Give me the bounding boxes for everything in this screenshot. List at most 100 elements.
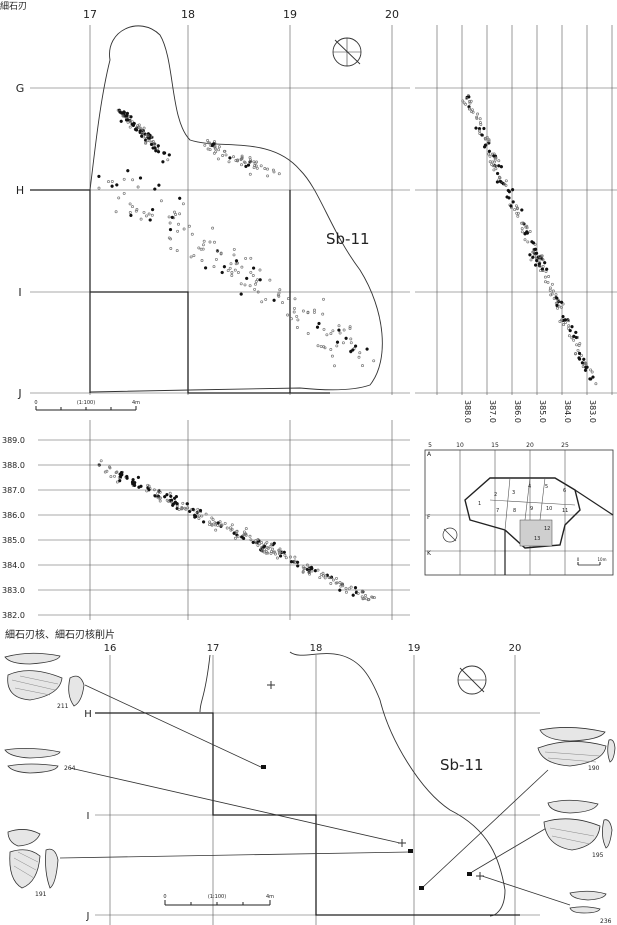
find-point <box>216 523 220 527</box>
find-point <box>208 523 212 527</box>
find-point <box>277 294 281 298</box>
artifact-scale-tick: 0 <box>163 894 166 900</box>
find-point <box>361 364 364 368</box>
find-point <box>212 265 216 269</box>
find-point <box>114 471 118 475</box>
find-point <box>174 213 178 216</box>
find-point <box>157 496 161 500</box>
find-point <box>163 495 167 499</box>
key-map: A F K 5 10 15 20 25 1 2 3 4 5 6 7 8 9 10… <box>424 442 614 576</box>
find-point <box>305 567 310 572</box>
find-point <box>548 286 552 290</box>
find-point <box>567 334 571 338</box>
find-point <box>577 356 581 360</box>
find-point <box>567 319 571 323</box>
find-point <box>152 488 156 492</box>
find-point <box>148 218 152 222</box>
artifact-row-label: J <box>86 911 90 922</box>
find-point <box>236 158 240 162</box>
depth-label: 385.0 <box>538 400 547 423</box>
find-point <box>313 569 318 573</box>
find-point <box>251 266 256 270</box>
find-point <box>156 150 161 154</box>
find-point <box>318 576 322 580</box>
find-point <box>126 120 130 124</box>
find-point <box>289 560 294 564</box>
find-point <box>200 259 204 262</box>
find-point <box>329 348 333 351</box>
find-point <box>122 110 126 114</box>
find-point <box>145 489 149 493</box>
find-point <box>514 204 518 208</box>
find-point <box>295 314 299 318</box>
find-point <box>269 551 273 555</box>
find-point <box>321 571 325 575</box>
find-point <box>296 318 300 322</box>
find-point <box>184 507 188 511</box>
find-point <box>315 325 320 329</box>
find-point <box>190 232 194 236</box>
find-point <box>467 95 471 99</box>
find-point <box>236 535 240 539</box>
find-point <box>347 587 351 591</box>
artifact-id: 195 <box>592 852 604 859</box>
find-point <box>313 308 316 312</box>
sector-number: 9 <box>530 506 533 512</box>
artifact-id: 191 <box>35 891 47 898</box>
find-point <box>260 547 264 551</box>
artifact-row-label: H <box>84 709 92 720</box>
find-point <box>150 207 155 212</box>
find-point <box>570 325 574 329</box>
find-point <box>128 211 132 214</box>
find-point <box>176 229 180 233</box>
find-point <box>182 227 186 231</box>
find-point <box>262 544 267 549</box>
find-point <box>211 142 216 146</box>
find-point <box>195 511 199 515</box>
find-point <box>301 565 305 569</box>
artifact-191-drawing: 191 <box>7 829 59 898</box>
find-point <box>520 227 524 231</box>
find-point <box>118 479 122 483</box>
find-point <box>158 499 162 503</box>
find-point <box>286 297 290 301</box>
find-point <box>159 199 163 203</box>
find-point <box>555 303 559 308</box>
find-point <box>293 306 296 310</box>
find-point <box>280 550 283 554</box>
find-point <box>532 250 536 254</box>
depth-label: 385.0 <box>2 536 25 545</box>
find-point <box>229 262 233 266</box>
find-point <box>220 523 224 527</box>
find-point <box>128 202 132 206</box>
find-point <box>198 508 203 513</box>
find-point <box>256 290 260 294</box>
find-point <box>212 151 216 155</box>
find-point <box>121 114 125 118</box>
find-point <box>497 164 501 168</box>
find-point <box>521 221 525 225</box>
find-point <box>574 351 578 355</box>
artifact-section-title: 細石刃核、細石刃核削片 <box>5 628 115 641</box>
find-point <box>137 123 141 127</box>
find-point <box>240 156 244 160</box>
find-point <box>117 196 121 200</box>
scatter-outline <box>89 25 383 393</box>
find-point <box>97 463 101 467</box>
key-scale-tick: 0 <box>577 557 580 562</box>
find-point <box>465 96 469 100</box>
find-point <box>197 514 201 518</box>
find-point <box>131 482 135 486</box>
find-point <box>351 348 355 352</box>
find-point <box>295 326 299 329</box>
find-point <box>528 230 532 233</box>
find-point <box>334 581 338 585</box>
find-point <box>589 377 593 381</box>
find-point <box>150 213 154 217</box>
find-point <box>240 535 244 539</box>
key-row-label: K <box>427 550 432 557</box>
find-point <box>497 159 501 163</box>
find-point <box>246 163 251 167</box>
find-point <box>349 585 353 589</box>
